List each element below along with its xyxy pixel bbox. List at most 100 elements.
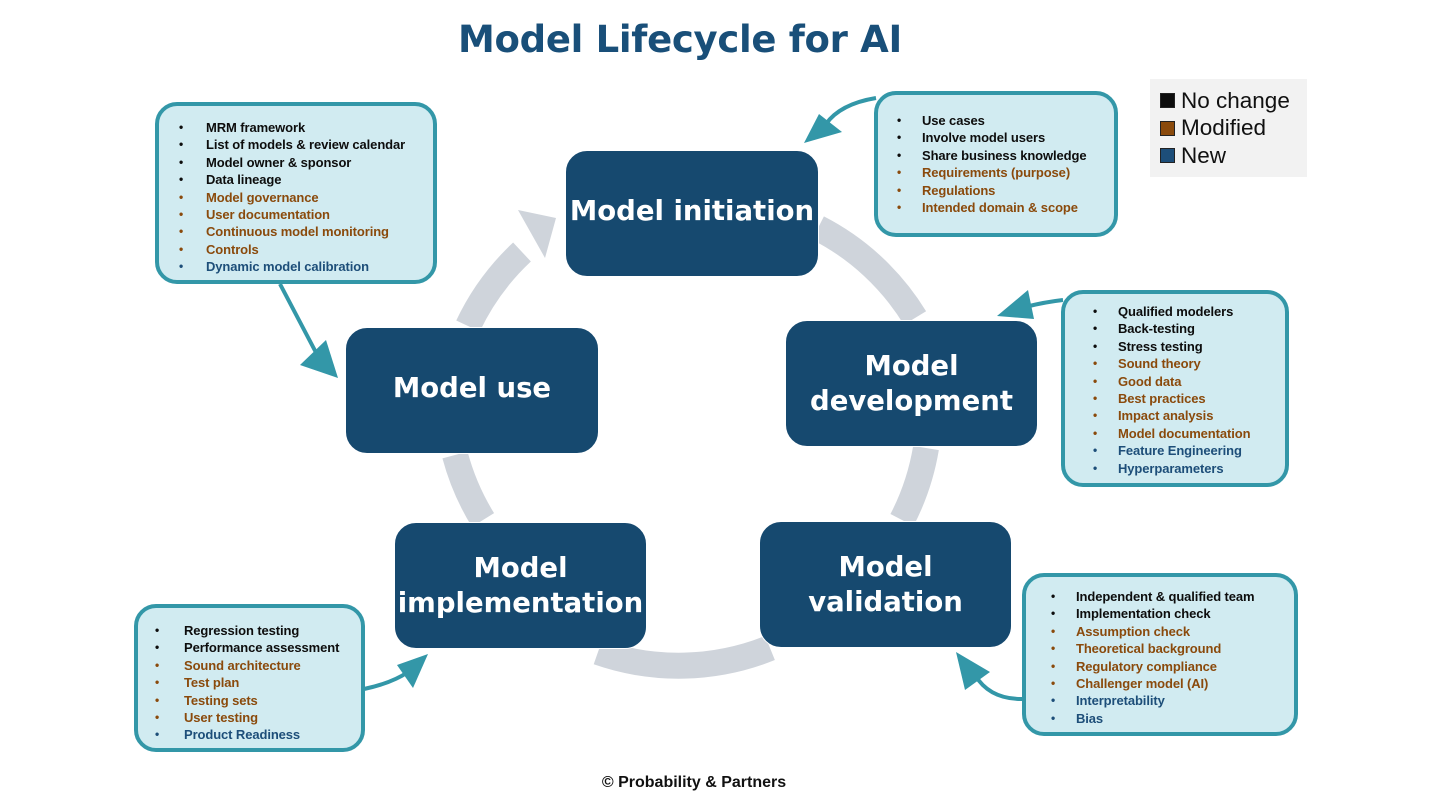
bullet-icon: • [179, 154, 184, 169]
pointer-validation-callout-to-stage [973, 673, 1025, 702]
list-item-text: Requirements (purpose) [922, 165, 1071, 181]
list-item-modified: •Controls [179, 241, 433, 258]
list-item-text: Testing sets [184, 692, 258, 708]
list-item-modified: • Impact analysis [1093, 407, 1285, 424]
legend: No change Modified New [1150, 79, 1307, 177]
list-item-no-change: •Implementation check [1051, 605, 1294, 622]
list-item-modified: •Sound architecture [155, 657, 361, 674]
diagram-title: Model Lifecycle for AI [458, 18, 902, 61]
list-item-modified: •Good data [1093, 373, 1285, 390]
bullet-icon: • [897, 200, 902, 215]
bullet-icon: • [1093, 338, 1098, 353]
cycle-ring [442, 210, 939, 679]
list-item-text: Regulations [922, 182, 996, 198]
legend-item-new: New [1160, 142, 1307, 170]
list-item-text: MRM framework [206, 120, 306, 135]
bullet-icon: • [1051, 641, 1056, 656]
list-item-text: Implementation check [1076, 606, 1211, 622]
bullet-icon: • [897, 147, 902, 162]
stage-model-use[interactable]: Model use [345, 327, 599, 454]
list-item-text: Test plan [184, 675, 240, 691]
stage-model-validation[interactable]: Model validation [759, 521, 1012, 648]
list-item-modified: •Assumption check [1051, 623, 1294, 640]
bullet-icon: • [1051, 710, 1056, 725]
list-item-text: Regulatory compliance [1076, 658, 1217, 674]
copyright-footer: © Probability & Partners [601, 774, 787, 791]
stage-model-initiation[interactable]: Model initiation [565, 150, 819, 277]
list-item-text: User testing [184, 710, 258, 726]
bullet-icon: • [155, 640, 160, 655]
list-item-no-change: •Data lineage [179, 171, 433, 188]
list-item-text: Continuous model monitoring [206, 224, 389, 240]
list-item-new: • Bias [1051, 710, 1294, 727]
list-item-text: Good data [1118, 373, 1182, 389]
list-item-text: Intended domain & scope [922, 200, 1078, 216]
bullet-icon: • [179, 224, 184, 239]
stage-model-implementation[interactable]: Model implementation [394, 522, 647, 649]
list-item-new: •Interpretability [1051, 692, 1294, 709]
bullet-icon: • [1093, 391, 1098, 406]
bullet-icon: • [179, 189, 184, 204]
legend-label: No change [1181, 87, 1290, 113]
list-item-modified: • Sound theory [1093, 355, 1285, 372]
list-item-no-change: • Share business knowledge [897, 147, 1114, 164]
list-item-text: Qualified modelers [1118, 304, 1234, 319]
list-item-no-change: •Independent & qualified team [1051, 588, 1294, 605]
bullet-icon: • [179, 207, 184, 222]
bullet-icon: • [897, 130, 902, 145]
pointer-arrowhead-icon [956, 652, 990, 690]
legend-swatch-modified [1160, 120, 1175, 136]
callout-list: • Regression testing•Performance assessme… [138, 608, 361, 744]
pointer-implementation-callout-to-stage [363, 670, 410, 691]
list-item-new: •Dynamic model calibration [179, 258, 433, 275]
callout-model-initiation: •Use cases•Involve model users•Share bus… [874, 91, 1118, 237]
list-item-text: Sound architecture [184, 657, 301, 673]
bullet-icon: • [155, 692, 160, 707]
bullet-icon: • [1093, 304, 1098, 318]
list-item-text: Assumption check [1076, 623, 1190, 639]
list-item-text: Sound theory [1118, 356, 1201, 372]
list-item-modified: •Regulatory compliance [1051, 658, 1294, 675]
legend-swatch-new [1160, 148, 1175, 164]
list-item-new: •Feature Engineering [1093, 442, 1285, 459]
bullet-icon: • [897, 165, 902, 180]
list-item-no-change: • Qualified modelers [1093, 303, 1285, 320]
callout-model-use: •MRM framework•List of models & review c… [155, 102, 437, 284]
list-item-modified: • Model governance [179, 189, 433, 206]
list-item-modified: •User documentation [179, 206, 433, 223]
list-item-text: Data lineage [206, 172, 282, 188]
callout-model-implementation: • Regression testing•Performance assessme… [134, 604, 365, 752]
list-item-modified: •Theoretical background [1051, 640, 1294, 657]
bullet-icon: • [155, 623, 160, 637]
cycle-arrow-segment-validation-to-implementation [593, 635, 775, 679]
list-item-text: Stress testing [1118, 338, 1203, 354]
legend-label: Modified [1181, 115, 1267, 141]
callout-model-validation: •Independent & qualified team•Implementa… [1022, 573, 1298, 736]
list-item-no-change: •Back-testing [1093, 320, 1285, 337]
cycle-arrow-segment-implementation-to-use [442, 451, 495, 527]
pointer-arrowhead-icon [997, 290, 1034, 319]
list-item-text: Share business knowledge [922, 147, 1087, 163]
list-item-text: Model governance [206, 189, 319, 205]
list-item-text: Bias [1076, 710, 1104, 726]
list-item-modified: • Continuous model monitoring [179, 223, 433, 240]
list-item-text: Product Readiness [184, 727, 301, 743]
list-item-modified: •User testing [155, 709, 361, 726]
stage-model-development[interactable]: Model development [785, 320, 1038, 447]
pointer-arrowhead-icon [300, 340, 338, 378]
callout-pointers [278, 96, 1064, 702]
bullet-icon: • [1051, 693, 1056, 708]
list-item-no-change: •Performance assessment [155, 639, 361, 656]
list-item-no-change: •MRM framework [179, 119, 433, 136]
list-item-no-change: • Stress testing [1093, 338, 1285, 355]
list-item-no-change: •Model owner & sponsor [179, 154, 433, 171]
list-item-text: Regression testing [184, 623, 300, 638]
bullet-icon: • [1093, 356, 1098, 371]
pointer-arrowhead-icon [397, 654, 428, 688]
bullet-icon: • [1051, 589, 1056, 603]
list-item-text: Impact analysis [1118, 408, 1214, 424]
bullet-icon: • [1093, 408, 1098, 423]
bullet-icon: • [1093, 443, 1098, 458]
list-item-no-change: •Involve model users [897, 129, 1114, 146]
